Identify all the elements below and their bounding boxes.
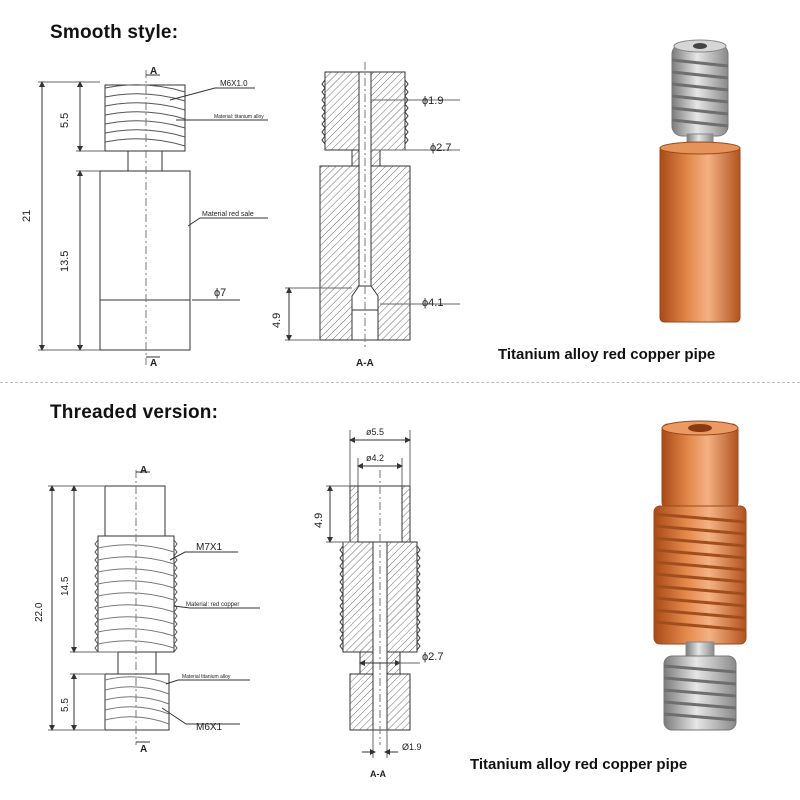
threaded-section-label: A-A [370, 769, 386, 779]
smooth-section-mark-bottom: A [150, 358, 157, 369]
smooth-material-top: Material: titanium alloy [214, 114, 264, 120]
threaded-material-main: Material: red copper [186, 602, 239, 608]
smooth-photo-caption: Titanium alloy red copper pipe [498, 346, 716, 363]
threaded-dim-upper: 14.5 [60, 576, 71, 596]
threaded-photo-caption: Titanium alloy red copper pipe [470, 756, 688, 773]
smooth-depth-bottom: 4.9 [271, 313, 283, 328]
smooth-dim-total: 21 [21, 210, 33, 222]
section-divider [0, 382, 800, 383]
threaded-dim-total: 22.0 [34, 602, 45, 622]
threaded-dia-inner: ø4.2 [366, 453, 384, 463]
smooth-dia-body: ϕ7 [214, 287, 226, 299]
threaded-heatbreak-photo [653, 420, 747, 731]
smooth-section-mark-top: A [150, 66, 157, 77]
threaded-dia-throat: ϕ2.7 [422, 651, 443, 663]
smooth-dia-bottom: ϕ4.1 [422, 297, 443, 309]
smooth-section-label: A-A [356, 358, 374, 369]
threaded-section-mark-bottom: A [140, 744, 147, 755]
smooth-dim-body: 13.5 [59, 251, 71, 272]
threaded-version-heading: Threaded version: [50, 402, 219, 423]
threaded-depth-top: 4.9 [313, 513, 325, 528]
threaded-material-small: Material titanium alloy [182, 674, 231, 680]
smooth-dia-bore: ϕ1.9 [422, 95, 443, 107]
smooth-style-heading: Smooth style: [50, 22, 179, 43]
threaded-section-drawing [326, 430, 421, 758]
smooth-dia-throat: ϕ2.7 [430, 142, 451, 154]
smooth-section-drawing [285, 62, 460, 350]
threaded-section-mark-top: A [140, 465, 147, 476]
threaded-side-drawing [48, 470, 260, 745]
threaded-dim-lower: 5.5 [60, 698, 71, 712]
smooth-material-body: Material red sale [202, 211, 254, 218]
smooth-side-drawing [38, 70, 268, 365]
smooth-thread-label: M6X1.0 [220, 79, 248, 88]
threaded-thread-top: M7X1 [196, 542, 223, 553]
smooth-dim-thread: 5.5 [59, 113, 71, 128]
threaded-dia-outer: ø5.5 [366, 427, 384, 437]
smooth-heatbreak-photo [659, 39, 741, 323]
threaded-thread-bottom: M6X1 [196, 722, 223, 733]
threaded-dia-bore: Ø1.9 [402, 742, 422, 752]
